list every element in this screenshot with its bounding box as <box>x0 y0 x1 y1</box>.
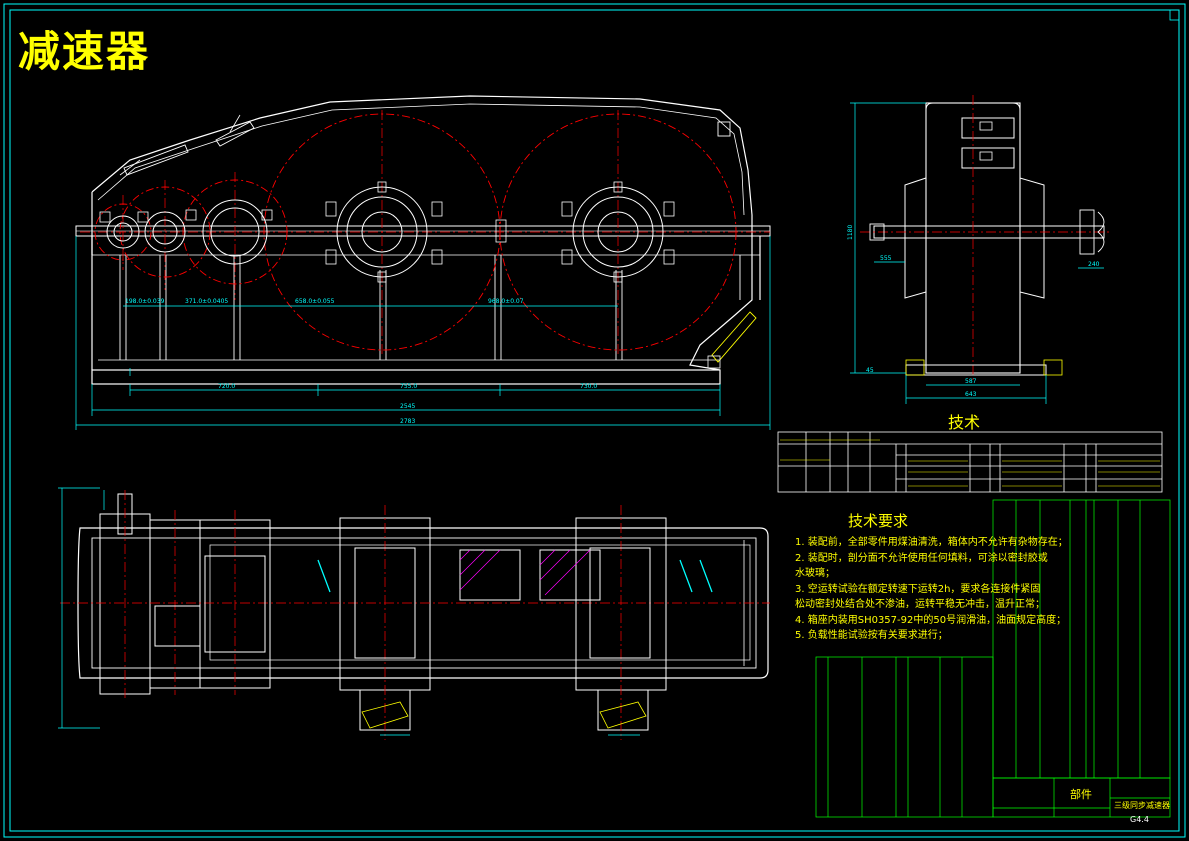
center-distance-3: 658.0±0.055 <box>295 298 335 305</box>
requirement-3: 水玻璃； <box>795 568 835 579</box>
tech-spec-table <box>777 431 1163 493</box>
bottom-dim-1: 720.0 <box>218 383 235 390</box>
requirement-1: 1. 装配前，全部零件用煤油清洗，箱体内不允许有杂物存在； <box>795 537 1068 548</box>
top-section-view <box>58 487 770 740</box>
requirement-4: 3. 空运转试验在额定转速下运转2h，要求各连接件紧固 <box>795 583 1041 595</box>
title-block-frame <box>992 777 1171 818</box>
inner-frame <box>9 9 1180 832</box>
center-distance-1: 198.0±0.039 <box>125 298 165 305</box>
requirements-heading: 技术要求 <box>848 512 909 530</box>
bottom-dim-3: 730.0 <box>580 383 597 390</box>
requirement-2: 2. 装配时，剖分面不允许使用任何填料，可涂以密封胶或 <box>795 552 1048 564</box>
overall-dim-1: 2545 <box>400 403 415 410</box>
side-dim-587: 587 <box>965 378 977 385</box>
bottom-dim-2: 755.0 <box>400 383 417 390</box>
parts-list-left <box>815 656 994 818</box>
requirement-6: 4. 箱座内装用SH0357-92中的50号润滑油，油面规定高度； <box>795 614 1067 626</box>
outer-frame <box>3 3 1186 838</box>
center-distance-2: 371.0±0.0405 <box>185 298 228 305</box>
requirements-list: 1. 装配前，全部零件用煤油清洗，箱体内不允许有杂物存在； 2. 装配时，剖分面… <box>795 535 1068 644</box>
tech-spec-heading: 技术 <box>948 413 980 432</box>
front-view: 198.0±0.039 371.0±0.0405 658.0±0.055 968… <box>75 95 771 430</box>
side-view: 555 240 587 643 1180 45 <box>847 95 1110 404</box>
title-block-label: 部件 <box>1070 787 1092 801</box>
side-dim-45: 45 <box>866 367 874 374</box>
requirement-5: 松动密封处结合处不渗油，运转平稳无冲击，温升正常； <box>795 599 1045 610</box>
side-dim-643: 643 <box>965 391 977 398</box>
requirement-7: 5. 负载性能试验按有关要求进行； <box>795 630 948 641</box>
side-dim-1180: 1180 <box>847 225 854 240</box>
side-dim-240: 240 <box>1088 261 1100 268</box>
side-dim-555: 555 <box>880 255 892 262</box>
center-distance-4: 968.0±0.07 <box>488 298 524 305</box>
drawing-title: 减速器 <box>18 27 151 76</box>
overall-dim-2: 2783 <box>400 418 415 425</box>
title-block-code: G4.4 <box>1130 815 1149 824</box>
title-block-name: 三级同步减速器 <box>1114 800 1170 810</box>
